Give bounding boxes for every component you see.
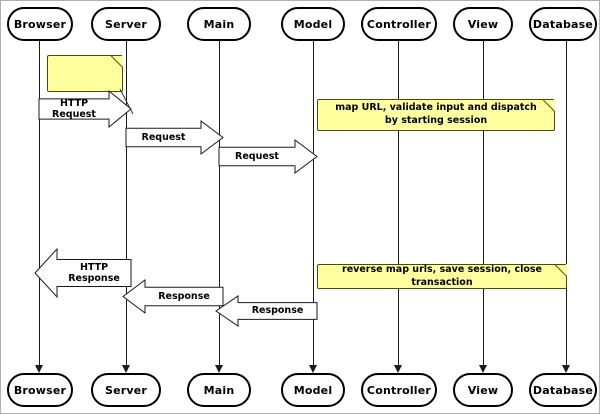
actor-label: View — [467, 383, 499, 397]
note-dispatch: map URL, validate input and dispatch by … — [317, 99, 555, 131]
note-browser-blank — [47, 55, 123, 92]
message-label: HTTP Request — [52, 97, 96, 120]
msg-request-main-model[interactable]: Request — [218, 139, 318, 174]
lifeline-arrowhead-icon — [394, 365, 402, 373]
lifeline-model — [313, 41, 314, 365]
actor-top-view[interactable]: View — [453, 7, 513, 41]
actor-label: Database — [532, 383, 594, 397]
message-label: Request — [141, 131, 186, 143]
message-label: Response — [158, 290, 210, 302]
actor-label: View — [467, 17, 499, 31]
actor-bottom-main[interactable]: Main — [187, 373, 251, 407]
lifeline-arrowhead-icon — [122, 365, 130, 373]
lifeline-server — [126, 41, 127, 365]
actor-top-browser[interactable]: Browser — [7, 7, 73, 41]
actor-label: Browser — [13, 17, 67, 31]
lifeline-arrowhead-icon — [35, 365, 43, 373]
msg-request-server-main[interactable]: Request — [125, 120, 224, 155]
msg-http-request[interactable]: HTTP Request — [38, 89, 132, 129]
actor-top-model[interactable]: Model — [281, 7, 345, 41]
actor-label: Server — [104, 17, 148, 31]
actor-bottom-database[interactable]: Database — [529, 373, 597, 407]
lifeline-database — [566, 41, 567, 365]
actor-label: Model — [293, 383, 333, 397]
actor-label: Database — [532, 17, 594, 31]
actor-top-database[interactable]: Database — [529, 7, 597, 41]
msg-http-response[interactable]: HTTP Response — [34, 247, 132, 299]
lifeline-arrowhead-icon — [479, 365, 487, 373]
actor-bottom-controller[interactable]: Controller — [361, 373, 437, 407]
actor-bottom-model[interactable]: Model — [281, 373, 345, 407]
actor-label: Model — [293, 17, 333, 31]
msg-response-model-main[interactable]: Response — [215, 295, 318, 327]
actor-label: Main — [203, 17, 235, 31]
note-reverse: reverse map urls, save session, close tr… — [317, 264, 567, 289]
lifeline-controller — [398, 41, 399, 365]
message-label: HTTP Response — [68, 261, 120, 284]
msg-response-main-server[interactable]: Response — [122, 279, 224, 314]
lifeline-arrowhead-icon — [562, 365, 570, 373]
lifeline-view — [483, 41, 484, 365]
note-fold-edge-icon — [555, 264, 567, 276]
lifeline-main — [219, 41, 220, 365]
lifeline-arrowhead-icon — [215, 365, 223, 373]
note-text: reverse map urls, save session, close tr… — [342, 263, 542, 288]
actor-top-main[interactable]: Main — [187, 7, 251, 41]
note-text: map URL, validate input and dispatch by … — [335, 102, 537, 126]
actor-label: Controller — [366, 17, 432, 31]
message-label: Response — [251, 305, 304, 317]
actor-label: Browser — [13, 383, 67, 397]
lifeline-browser — [39, 41, 40, 365]
message-label: Request — [235, 150, 279, 162]
note-fold-edge-icon — [543, 99, 555, 111]
actor-label: Main — [203, 383, 235, 397]
note-fold-edge-icon — [111, 55, 123, 67]
actor-bottom-server[interactable]: Server — [91, 373, 161, 407]
actor-bottom-view[interactable]: View — [453, 373, 513, 407]
actor-label: Controller — [366, 383, 432, 397]
actor-label: Server — [104, 383, 148, 397]
actor-top-server[interactable]: Server — [91, 7, 161, 41]
actor-bottom-browser[interactable]: Browser — [7, 373, 73, 407]
lifeline-arrowhead-icon — [309, 365, 317, 373]
actor-top-controller[interactable]: Controller — [361, 7, 437, 41]
